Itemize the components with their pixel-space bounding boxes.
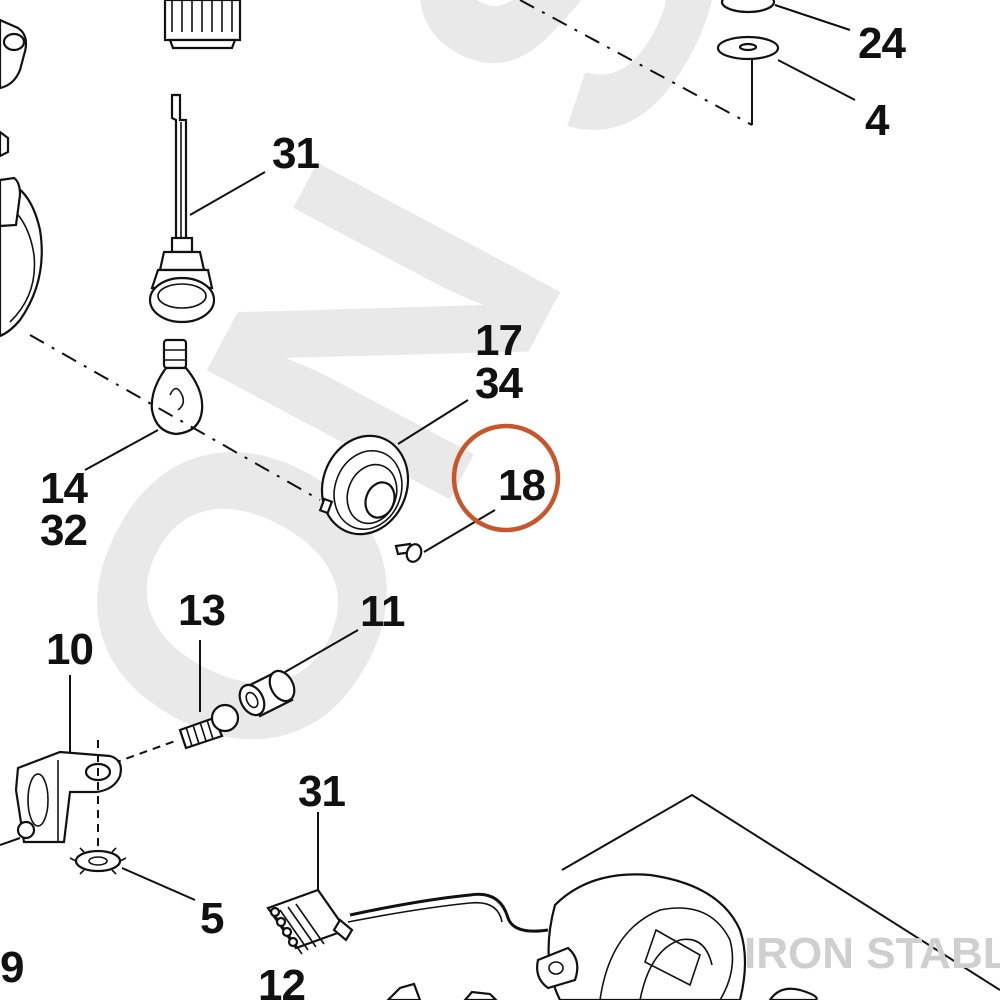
- callout-31-bottom: 31: [298, 767, 345, 816]
- callout-14: 14: [40, 464, 88, 513]
- bulb-14: [150, 338, 204, 436]
- leader-5: [121, 867, 196, 901]
- ball-stud-13: [178, 703, 240, 750]
- screw-18: [394, 542, 423, 563]
- leader-9: [0, 837, 21, 846]
- callout-17: 17: [475, 316, 522, 365]
- lamp-housing-left: [0, 176, 43, 338]
- connector-31-bottom: [266, 888, 354, 955]
- callout-4: 4: [865, 96, 890, 145]
- highlight-circle-18: [451, 423, 561, 533]
- leader-14: [84, 429, 159, 471]
- nut-top-left: [0, 130, 10, 158]
- callout-34: 34: [475, 359, 523, 408]
- lens-17: [318, 434, 410, 536]
- leader-17: [397, 399, 469, 445]
- callout-13: 13: [178, 586, 225, 635]
- watermark-text: IRON STABLE: [744, 929, 1000, 978]
- callout-labels: 24 4 31 17 34 18 14 32 13 11 10 31 5 9 1…: [0, 19, 907, 1000]
- leader-11: [284, 629, 359, 673]
- wire-harness: [349, 892, 549, 933]
- callout-32: 32: [40, 506, 87, 555]
- callout-5: 5: [200, 894, 224, 943]
- leader-24: [774, 4, 851, 31]
- callout-11: 11: [360, 587, 405, 636]
- socket-31-top: [148, 93, 216, 324]
- wire-harness-inner: [347, 901, 503, 923]
- background-watermark: ON ST: [0, 0, 940, 838]
- connector-top: [163, 0, 242, 50]
- leader-18: [423, 509, 496, 553]
- callout-24: 24: [858, 19, 906, 68]
- callout-10: 10: [46, 625, 93, 674]
- leader-4: [777, 59, 856, 101]
- bracket-top-left: [0, 18, 28, 90]
- leader-housing: [561, 793, 1000, 991]
- partial-part-12: [386, 982, 498, 1000]
- cap-11: [238, 669, 296, 718]
- partial-part-bottom-right: [768, 987, 818, 1000]
- svg-text:ON ST: ON ST: [0, 0, 940, 838]
- washer-4: [716, 35, 780, 61]
- callout-31-top: 31: [272, 129, 319, 178]
- callout-12: 12: [258, 961, 305, 1000]
- leader-31-top: [189, 171, 266, 216]
- centerline-top: [519, 0, 753, 126]
- lamp-housing-bottom: [536, 873, 747, 1000]
- washer-24: [720, 0, 776, 14]
- lock-washer-5: [69, 847, 127, 875]
- callout-18: 18: [498, 461, 545, 510]
- bracket-10: [14, 750, 122, 844]
- callout-9: 9: [0, 943, 23, 992]
